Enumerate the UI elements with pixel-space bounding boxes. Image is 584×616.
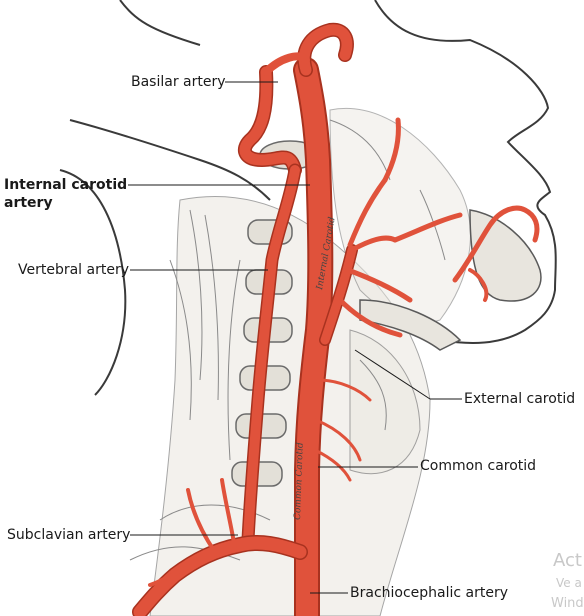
label-brachiocephalic-artery: Brachiocephalic artery (350, 585, 509, 601)
leader-lines (128, 81, 462, 594)
label-external-carotid: External carotid (464, 391, 576, 407)
head-outline (59, 0, 557, 396)
watermark-line2: Ve a (556, 576, 582, 590)
label-common-carotid: Common carotid (420, 458, 537, 474)
svg-text:Common Carotid: Common Carotid (293, 442, 306, 520)
label-internal-carotid-line2: artery (4, 195, 53, 211)
watermark-line3: Wind (551, 596, 584, 611)
label-internal-carotid-line1: Internal carotid (4, 177, 128, 193)
label-basilar-artery: Basilar artery (131, 74, 226, 90)
watermark-line1: Act (553, 550, 582, 571)
arteries (132, 22, 540, 616)
label-subclavian-artery: Subclavian artery (7, 527, 131, 543)
label-vertebral-artery: Vertebral artery (18, 262, 130, 278)
